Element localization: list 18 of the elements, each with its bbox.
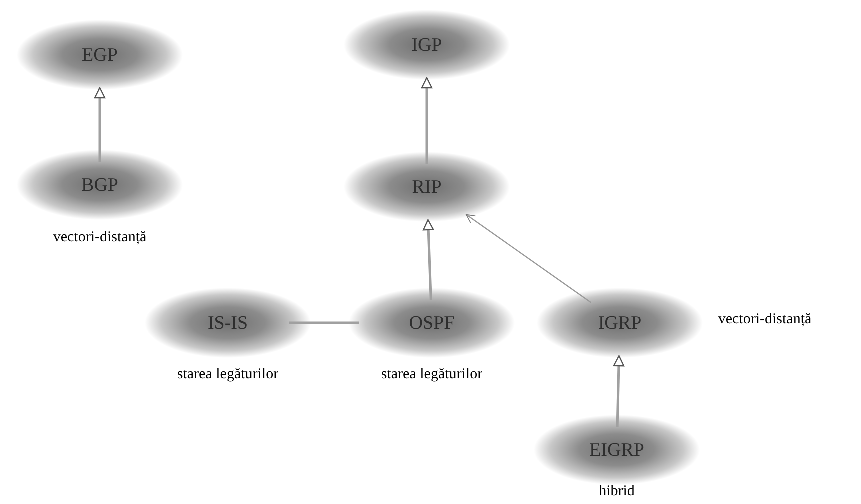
node-caption: vectori-distanță — [718, 312, 812, 328]
node-label: EGP — [82, 46, 118, 64]
arrow — [421, 77, 433, 164]
node-label: BGP — [82, 176, 118, 194]
node-label: IGP — [412, 36, 442, 54]
node-label: IGRP — [598, 314, 642, 332]
node-caption: hibrid — [599, 484, 635, 500]
node-caption: starea legăturilor — [381, 368, 483, 382]
node-label: RIP — [412, 178, 442, 196]
node-caption: vectori-distanță — [53, 230, 147, 246]
node-label: IS-IS — [208, 314, 248, 332]
arrow — [94, 87, 106, 162]
node-label: OSPF — [409, 314, 455, 332]
node-caption: starea legăturilor — [177, 368, 279, 382]
node-label: EIGRP — [590, 440, 644, 460]
arrow — [466, 214, 592, 304]
arrow — [422, 219, 434, 300]
arrow — [613, 355, 625, 428]
